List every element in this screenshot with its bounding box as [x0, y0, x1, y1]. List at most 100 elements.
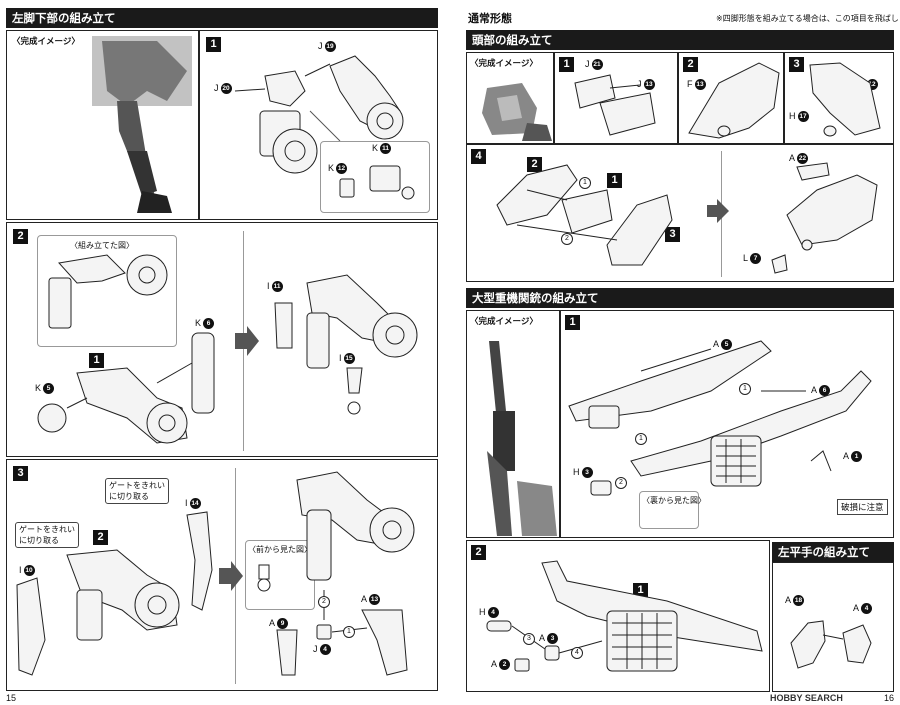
head-step4-circle-1: 1	[579, 177, 591, 189]
gun-step2-circle-4: 4	[571, 647, 583, 659]
gun-step1-back-inset: 〈裏から見た図〉	[639, 491, 706, 529]
page-number-right: 16	[884, 693, 895, 703]
step1-sub-diagram	[339, 165, 415, 200]
gun-completed-image	[487, 341, 557, 536]
gun-step1-diagram	[568, 340, 872, 496]
right-header: 通常形態	[468, 12, 512, 25]
step3-right-diagram	[257, 471, 415, 676]
head-completed-label: 〈完成イメージ〉	[470, 59, 538, 69]
head-step4-left-diagram	[496, 164, 673, 266]
step1-number: 1	[206, 37, 221, 52]
head-step3-panel: 3 F12 H17	[784, 52, 894, 144]
gun-step1-circle-1a: 1	[739, 383, 751, 395]
right-page: 通常形態 ※四脚形態を組み立てる場合は、この項目を飛ばします。 頭部の組み立て …	[460, 0, 900, 705]
step3-circle-2: 2	[318, 596, 330, 608]
gun-step1-inset-caption: 〈裏から見た図〉	[642, 496, 706, 505]
step2-sub-number: 1	[89, 353, 104, 368]
section-title-left-leg: 左脚下部の組み立て	[6, 8, 438, 28]
page-number-left: 15	[6, 693, 17, 703]
head-step4-sub-3: 3	[665, 227, 680, 242]
right-header-note: ※四脚形態を組み立てる場合は、この項目を飛ばします。	[716, 14, 900, 23]
head-step4-sub-1: 1	[607, 173, 622, 188]
page-gutter	[440, 0, 460, 705]
completed-label: 〈完成イメージ〉	[12, 37, 80, 47]
gun-step1-circle-2: 2	[615, 477, 627, 489]
step3-arrow	[219, 561, 243, 591]
gun-step2-sub-number: 1	[633, 583, 648, 598]
step2-right-diagram	[274, 274, 418, 415]
head-completed-image	[482, 83, 552, 141]
watermark: HOBBY SEARCH	[770, 693, 843, 703]
completed-leg-image	[92, 36, 192, 213]
gun-step2-number: 2	[471, 545, 486, 560]
gun-completed-label: 〈完成イメージ〉	[470, 317, 538, 327]
head-step2-number: 2	[683, 57, 698, 72]
step3-number: 3	[13, 466, 28, 481]
step3-left-diagram	[16, 511, 213, 676]
head-step2-diagram	[688, 62, 780, 139]
head-step4-right-diagram	[771, 162, 878, 274]
step2-number: 2	[13, 229, 28, 244]
gun-step1-circle-1b: 1	[635, 433, 647, 445]
step2-inset-diagram	[48, 254, 168, 329]
gun-completed-panel: 〈完成イメージ〉	[466, 310, 560, 538]
head-step3-diagram	[809, 62, 881, 137]
head-step4-arrow	[707, 199, 729, 223]
step2-inset-caption: 〈組み立てた図〉	[70, 241, 134, 250]
section-title-head: 頭部の組み立て	[466, 30, 894, 50]
gun-step1-warning: 破損に注意	[837, 499, 888, 515]
head-step1-number: 1	[559, 57, 574, 72]
head-step2-panel: 2 F13 H18	[678, 52, 784, 144]
gun-step1-number: 1	[565, 315, 580, 330]
head-step4-circle-2: 2	[561, 233, 573, 245]
head-step3-number: 3	[789, 57, 804, 72]
step1-diagram	[234, 55, 404, 174]
step2-left-diagram	[37, 332, 215, 444]
gun-step2-diagram	[486, 560, 763, 672]
section-title-left-hand: 左平手の組み立て	[772, 542, 894, 562]
completed-image-panel: 〈完成イメージ〉	[6, 30, 199, 220]
section-title-gun: 大型重機関銃の組み立て	[466, 288, 894, 308]
head-step1-diagram	[574, 74, 656, 136]
step3-inset-caption: 〈前から見た図〉	[248, 545, 312, 554]
head-completed-panel: 〈完成イメージ〉	[466, 52, 554, 144]
callout-left-gate: ゲートをきれいに切り取る	[15, 522, 79, 548]
head-step4-sub-2: 2	[527, 157, 542, 172]
left-hand-diagram	[790, 620, 872, 669]
gun-step2-circle-3: 3	[523, 633, 535, 645]
callout-right-gate: ゲートをきれいに切り取る	[105, 478, 169, 504]
